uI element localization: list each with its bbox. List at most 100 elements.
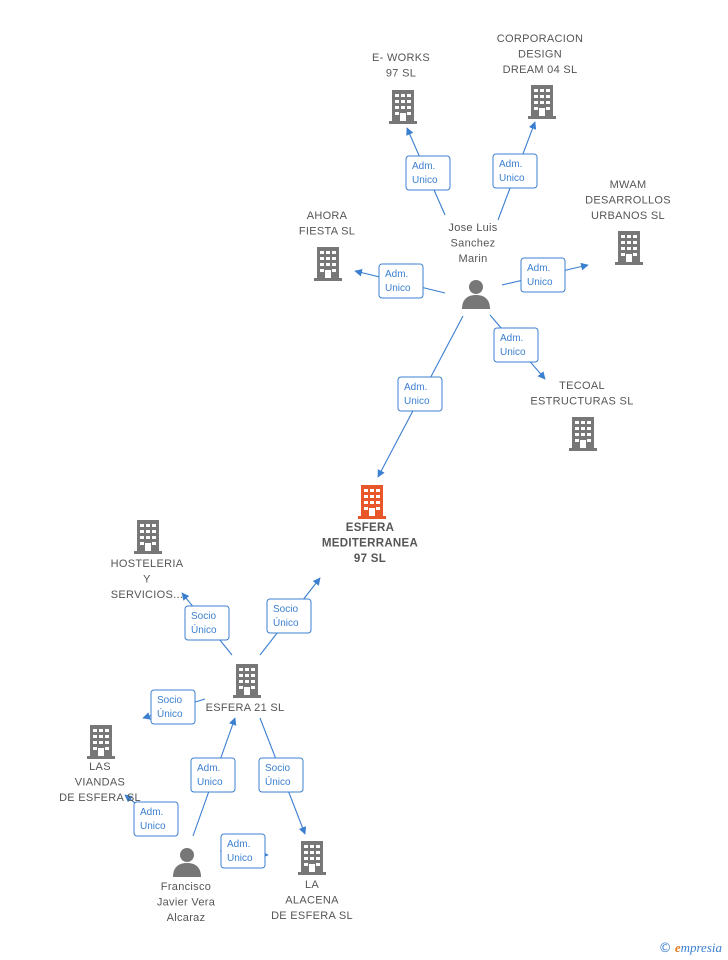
edge-role-text: Único: [157, 707, 183, 720]
node-label: DE ESFERA SL: [59, 792, 141, 804]
edge-role-text: Unico: [527, 277, 553, 288]
edge-role-text: Adm.: [197, 763, 220, 774]
edge-role-label[interactable]: Adm.Unico: [492, 153, 538, 189]
copyright-symbol: ©: [658, 941, 672, 956]
node-label: ESFERA 21 SL: [206, 702, 285, 714]
edge-role-text: Socio: [273, 604, 298, 615]
building-icon: [528, 85, 556, 119]
building-icon: [134, 520, 162, 554]
node-label: AHORA: [307, 210, 348, 222]
node-label: Javier Vera: [157, 897, 216, 909]
edge-role-text: Adm.: [404, 382, 427, 393]
edge-role-text: Socio: [191, 611, 216, 622]
edge-joseluis-to-esfera97: Adm. Unico: [377, 315, 464, 478]
edge-role-text: Unico: [140, 821, 166, 832]
brand-logo-name: mpresia: [680, 940, 722, 955]
edge-role-text: Unico: [404, 396, 430, 407]
edge-role-text: Socio: [265, 763, 290, 774]
edge-role-text: Adm.: [527, 263, 550, 274]
edge-role-label[interactable]: Adm.Unico: [493, 327, 539, 363]
node-label: DESIGN: [518, 49, 562, 61]
edge-role-text: Adm.: [227, 839, 250, 850]
edge-role-label[interactable]: Adm. Unico: [405, 155, 451, 191]
node-viandas[interactable]: LAS VIANDAS DE ESFERA SL: [59, 725, 141, 804]
node-label: ESTRUCTURAS SL: [530, 396, 633, 408]
node-label: LAS: [89, 761, 111, 773]
edge-role-text: Único: [265, 775, 291, 788]
edge-role-text: Unico: [412, 175, 438, 186]
node-ahora[interactable]: AHORA FIESTA SL: [299, 210, 355, 281]
edge-role-label[interactable]: Adm. Unico: [378, 263, 424, 299]
edge-francisco-to-alacena: Adm. Unico: [219, 833, 269, 869]
edge-joseluis-to-eworks: Adm. Unico: [405, 127, 451, 216]
node-hosteleria[interactable]: HOSTELERIAYSERVICIOS...: [111, 520, 184, 601]
node-label: Francisco: [161, 881, 211, 893]
edge-francisco-to-esfera21: Adm.Unico: [190, 717, 237, 837]
edges-layer: Adm.UnicoAdm.UnicoAdm.UnicoAdm.UnicoAdm.…: [124, 121, 589, 869]
node-label: FIESTA SL: [299, 226, 355, 238]
edge-role-text: Adm.: [412, 161, 435, 172]
edge-role-text: Unico: [385, 283, 411, 294]
node-label: ALACENA: [285, 895, 339, 907]
node-label: DE ESFERA SL: [271, 910, 353, 922]
building-icon: [389, 90, 417, 124]
node-label: DREAM 04 SL: [503, 64, 578, 76]
node-label: DESARROLLOS: [585, 195, 671, 207]
building-icon: [233, 664, 261, 698]
node-label: Jose Luis: [448, 222, 497, 234]
node-label: VIANDAS: [75, 777, 125, 789]
node-label: Marin: [458, 253, 487, 265]
building-icon: [298, 841, 326, 875]
node-label: MEDITERRANEA: [322, 538, 418, 550]
node-label: HOSTELERIA: [111, 558, 184, 570]
node-label: Alcaraz: [167, 912, 206, 924]
edge-role-label[interactable]: Adm.Unico: [190, 757, 236, 793]
edge-role-text: Unico: [499, 173, 525, 184]
building-icon: [569, 417, 597, 451]
brand-footer: © empresia: [659, 940, 722, 956]
edge-role-text: Único: [191, 623, 217, 636]
edge-role-text: Unico: [500, 347, 526, 358]
edge-role-label[interactable]: Adm. Unico: [520, 257, 566, 293]
node-label: URBANOS SL: [591, 210, 665, 222]
edge-role-label[interactable]: Adm. Unico: [220, 833, 266, 869]
brand-logo-initial: e: [674, 940, 681, 955]
building-icon: [358, 485, 386, 519]
edge-joseluis-to-tecoal: Adm.Unico: [489, 314, 546, 380]
edge-francisco-to-viandas: Adm. Unico: [124, 794, 179, 837]
edge-role-text: Socio: [157, 695, 182, 706]
building-icon: [314, 247, 342, 281]
building-icon: [615, 231, 643, 265]
edge-role-label[interactable]: Adm. Unico: [133, 801, 179, 837]
node-label: SERVICIOS...: [111, 589, 183, 601]
node-esfera21[interactable]: ESFERA 21 SL: [206, 664, 285, 714]
node-label: TECOAL: [559, 380, 605, 392]
person-icon: [462, 280, 490, 309]
edge-joseluis-to-corporacion: Adm.Unico: [492, 121, 538, 221]
node-label: 97 SL: [354, 553, 386, 565]
edge-role-label[interactable]: Adm. Unico: [397, 376, 443, 412]
edge-role-text: Adm.: [140, 807, 163, 818]
node-tecoal[interactable]: TECOAL ESTRUCTURAS SL: [530, 380, 633, 451]
node-label: Sanchez: [451, 238, 496, 250]
edge-role-text: Adm.: [385, 269, 408, 280]
edge-joseluis-to-mwam: Adm. Unico: [501, 257, 589, 293]
edge-role-text: Unico: [227, 853, 253, 864]
